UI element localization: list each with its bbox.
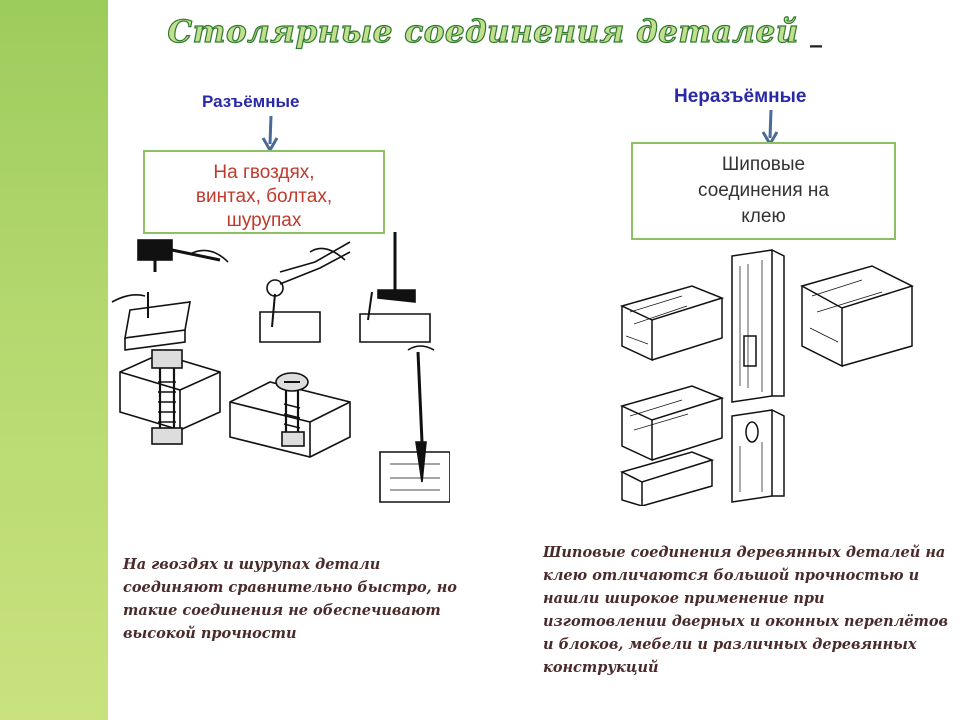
joint-piece [731, 249, 785, 403]
joint-piece [619, 285, 725, 362]
detachable-description: На гвоздях и шурупах детали соединяют ср… [123, 556, 457, 642]
pliers-icon [259, 241, 351, 343]
joint-piece [619, 451, 715, 506]
title-text: Столярные соединения деталей [167, 13, 799, 50]
tenon-joints-box: Шиповые соединения на клею [631, 142, 896, 240]
category-permanent: Неразъёмные [674, 86, 807, 107]
arrow-down-icon [261, 115, 279, 153]
box-line: Шиповые [721, 154, 806, 175]
box-line: винтах, болтах, [195, 186, 333, 207]
box-line: На гвоздях, [213, 162, 315, 183]
fasteners-box: На гвоздях, винтах, болтах, шурупах [143, 150, 385, 234]
screwdriver-icon [379, 345, 450, 503]
bolt-icon [119, 349, 221, 445]
box-line: соединения на [698, 180, 829, 201]
permanent-description: Шиповые соединения деревянных деталей на… [543, 544, 949, 676]
tenon-joint-icon [619, 249, 914, 506]
joint-piece [800, 265, 914, 368]
title-dash: _ [810, 19, 823, 48]
decorative-sidebar [0, 0, 108, 720]
joint-piece [619, 385, 725, 462]
joint-piece [731, 409, 785, 503]
box-line: шурупах [226, 210, 302, 231]
box-line: клею [741, 206, 786, 227]
category-detachable: Разъёмные [202, 92, 300, 111]
claw-hammer-icon [359, 232, 431, 343]
fasteners-illustration [111, 232, 450, 503]
screw-icon [229, 372, 351, 458]
slide-title: Столярные соединения деталей _ [150, 13, 840, 50]
hammer-icon [111, 239, 229, 351]
